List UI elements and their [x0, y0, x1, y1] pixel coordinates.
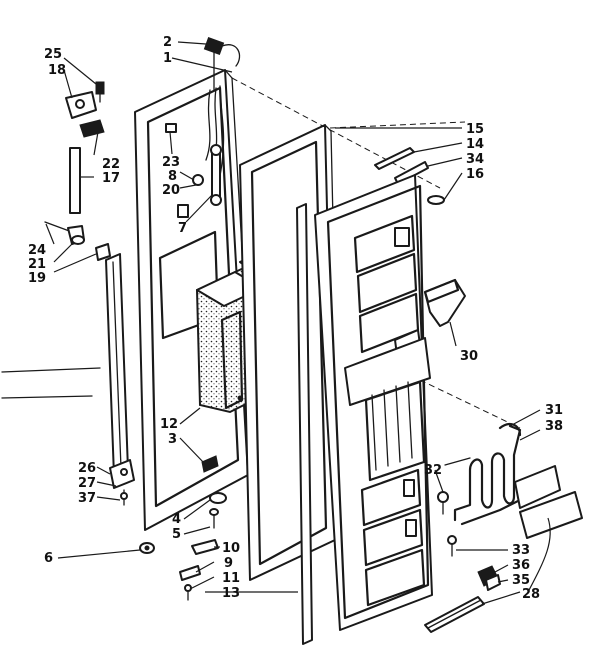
callout-35: 35	[512, 573, 530, 588]
callout-14: 14	[466, 137, 484, 152]
callout-32: 32	[424, 463, 442, 478]
callout-20: 20	[162, 183, 180, 198]
callout-5: 5	[172, 527, 181, 542]
callout-30: 30	[460, 349, 478, 364]
callout-15: 15	[466, 122, 484, 137]
callout-28: 28	[522, 587, 540, 602]
callout-25: 25	[44, 47, 62, 62]
callout-33: 33	[512, 543, 530, 558]
callout-23: 23	[162, 155, 180, 170]
callout-2: 2	[163, 35, 172, 50]
callout-26: 26	[78, 461, 96, 476]
callout-17: 17	[102, 171, 120, 186]
bottom-trim-strip	[424, 596, 485, 633]
latch-bracket	[201, 455, 219, 473]
callout-13: 13	[222, 586, 240, 601]
callout-labels: 2 1 25 18 22 17 23 8 20 7 24 21 19 12 3 …	[28, 35, 563, 602]
callout-10: 10	[222, 541, 240, 556]
inner-door-liner	[314, 174, 433, 631]
callout-9: 9	[224, 556, 233, 571]
callout-37: 37	[78, 491, 96, 506]
bottom-hardware	[179, 492, 227, 601]
callout-27: 27	[78, 476, 96, 491]
leader-lines	[45, 41, 551, 605]
callout-24: 24	[28, 243, 46, 258]
ice-cup	[423, 278, 466, 327]
callout-11: 11	[222, 571, 240, 586]
lower-hinge-pin	[44, 221, 111, 261]
callout-3: 3	[168, 432, 177, 447]
vertical-strip	[296, 203, 313, 645]
alignment-lines	[231, 77, 521, 429]
side-rail	[105, 253, 135, 506]
door-bumper	[139, 542, 155, 554]
right-screws	[437, 491, 457, 557]
callout-6: 6	[44, 551, 53, 566]
callout-38: 38	[545, 419, 563, 434]
callout-8: 8	[168, 169, 177, 184]
callout-12: 12	[160, 417, 178, 432]
callout-1: 1	[163, 51, 172, 66]
callout-22: 22	[102, 157, 120, 172]
end-cap	[477, 565, 501, 591]
callout-4: 4	[172, 512, 181, 527]
margin-marks	[1, 367, 101, 399]
upper-hinge-parts	[65, 81, 105, 214]
callout-7: 7	[178, 221, 187, 236]
callout-34: 34	[466, 152, 484, 167]
callout-19: 19	[28, 271, 46, 286]
callout-18: 18	[48, 63, 66, 78]
callout-16: 16	[466, 167, 484, 182]
callout-21: 21	[28, 257, 46, 272]
callout-31: 31	[545, 403, 563, 418]
callout-36: 36	[512, 558, 530, 573]
heater-coil-assembly	[444, 422, 583, 539]
small-switch-parts	[165, 123, 222, 218]
